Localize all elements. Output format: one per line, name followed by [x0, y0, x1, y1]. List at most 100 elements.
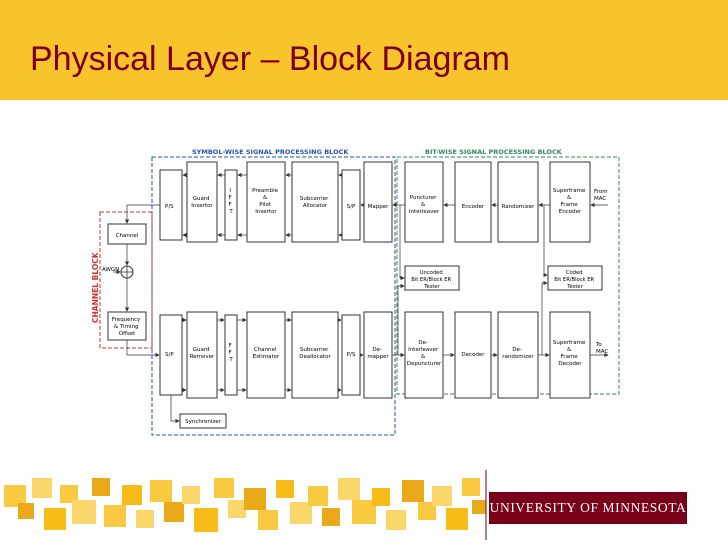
coded-tester-label: Coded Bit ER/Block ER Tester — [554, 270, 596, 290]
guard-remover-block — [186, 311, 218, 399]
puncturer-line-2: & — [421, 202, 426, 208]
superframe-encoder-line-1: Superframe — [553, 188, 586, 194]
superframe-decoder-line-1: Superframe — [553, 340, 586, 346]
channel-estimator-label: Channel Estimator — [253, 347, 280, 360]
slide-title: Physical Layer – Block Diagram — [30, 40, 510, 78]
preamble-inserter-block — [246, 161, 286, 243]
deinterleaver-line-2: Interleaver — [408, 347, 439, 353]
guard-remover-label: Guard Remover — [190, 347, 215, 360]
guard-remover-line-1: Guard — [193, 347, 210, 353]
uncoded-tester-label: Uncoded Bit ER/Block ER Tester — [411, 270, 453, 290]
guard-inserter-line-2: Insertor — [191, 203, 213, 209]
ps-to-channel — [124, 204, 160, 224]
uncoded-tester-block — [404, 265, 460, 291]
subcarrier-allocator-line-2: Allocator — [303, 203, 328, 209]
subcarrier-deallocator-line-1: Subcarrier — [300, 347, 329, 353]
superframe-encoder-line-3: Frame — [561, 202, 579, 208]
puncturer-line-3: Interleaver — [409, 209, 440, 215]
fft-line-2: F — [229, 350, 232, 356]
guard-inserter-line-1: Guard — [193, 196, 210, 202]
tx-sp-label: S/P — [347, 204, 356, 210]
awgn-label: AWGN — [102, 267, 119, 273]
ifft-line-2: F — [229, 195, 232, 201]
channel-block-label: CHANNEL BLOCK — [91, 251, 100, 323]
superframe-decoder-label: Superframe & Frame Decoder — [553, 340, 587, 367]
channel-estimator-block — [246, 311, 286, 399]
superframe-decoder-block — [549, 311, 591, 399]
synchronizer-link — [170, 395, 180, 424]
preamble-line-2: & — [263, 195, 268, 201]
deinterleaver-label: De- Interleaver & Depuncturer — [407, 340, 442, 367]
rx-sp-label: S/P — [165, 352, 174, 358]
puncturer-label: Puncturer & Interleaver — [409, 195, 440, 215]
umn-logo-box — [489, 492, 687, 524]
coded-tester-in-tx — [543, 205, 548, 278]
tx-ps-label: P/S — [165, 204, 174, 210]
freq-offset-line-3: Offset — [119, 331, 136, 337]
subcarrier-deallocator-line-2: Deallocator — [299, 354, 331, 360]
coded-tester-line-1: Coded — [566, 270, 583, 276]
offset-to-sp — [126, 340, 160, 358]
mapper-label: Mapper — [368, 204, 389, 210]
to-mac-line-2: MAC — [596, 349, 608, 355]
bit-wise-block-label: BIT-WISE SIGNAL PROCESSING BLOCK — [425, 148, 563, 156]
uncoded-tester-in-rx — [397, 283, 405, 355]
channel-label: Channel — [116, 233, 139, 239]
ifft-line-4: T — [228, 209, 233, 215]
channel-block-border — [99, 211, 153, 349]
subcarrier-allocator-label: Subcarrier Allocator — [300, 196, 330, 209]
superframe-encoder-line-4: Encoder — [559, 209, 582, 215]
superframe-encoder-label: Superframe & Frame Encoder — [553, 188, 587, 215]
from-mac-line-1: From — [594, 189, 608, 195]
deinterleaver-line-1: De- — [418, 340, 428, 346]
umn-logo-text: University of Minnesota — [489, 500, 687, 515]
preamble-inserter-label: Preamble & Pilot Insertor — [252, 188, 280, 215]
uncoded-tester-line-1: Uncoded — [420, 270, 443, 276]
superframe-encoder-block — [549, 161, 591, 243]
randomizer-block — [497, 161, 539, 243]
title-bar — [0, 0, 728, 100]
superframe-decoder-line-4: Decoder — [558, 361, 582, 367]
subcarrier-deallocator-block — [291, 311, 339, 399]
deinterleaver-line-4: Depuncturer — [407, 361, 442, 367]
subcarrier-allocator-line-1: Subcarrier — [300, 196, 329, 202]
from-mac-line-2: MAC — [594, 196, 606, 202]
encoder-block — [454, 161, 492, 243]
superframe-decoder-line-2: & — [567, 347, 572, 353]
decoder-label: Decoder — [461, 352, 485, 358]
fft-line-1: F — [229, 343, 232, 349]
ifft-line-1: I — [229, 188, 231, 194]
tx-sp-block — [341, 169, 361, 241]
uncoded-tester-in-tx — [399, 205, 405, 281]
coded-tester-in-rx — [541, 280, 548, 355]
superframe-decoder-line-3: Frame — [561, 354, 579, 360]
ifft-label: I F F T — [228, 188, 233, 215]
preamble-line-1: Preamble — [252, 188, 278, 194]
guard-remover-line-2: Remover — [190, 354, 215, 360]
demapper-line-2: mapper — [367, 354, 389, 360]
derandomizer-line-1: De- — [512, 347, 522, 353]
guard-inserter-block — [186, 161, 218, 243]
decoder-block — [454, 311, 492, 399]
uncoded-tester-line-3: Tester — [423, 284, 440, 290]
ifft-block — [224, 169, 238, 241]
coded-tester-block — [547, 265, 603, 291]
deinterleaver-line-3: & — [421, 354, 426, 360]
synchronizer-label: Synchronizer — [185, 419, 222, 425]
synchronizer-block — [179, 413, 227, 429]
puncturer-line-1: Puncturer — [410, 195, 437, 201]
subcarrier-allocator-block — [291, 161, 339, 243]
fft-block — [224, 314, 238, 396]
fft-line-3: T — [228, 357, 233, 363]
to-mac-label: To MAC — [595, 342, 608, 355]
derandomizer-label: De- randomizer — [502, 347, 534, 360]
encoder-label: Encoder — [462, 204, 485, 210]
rx-ps-label: P/S — [347, 352, 356, 358]
uncoded-tester-line-2: Bit ER/Block ER — [411, 277, 451, 283]
to-mac-line-1: To — [595, 342, 602, 348]
randomizer-label: Randomizer — [502, 204, 536, 210]
subcarrier-deallocator-label: Subcarrier Deallocator — [299, 347, 331, 360]
coded-tester-line-2: Bit ER/Block ER — [554, 277, 594, 283]
superframe-encoder-line-2: & — [567, 195, 572, 201]
